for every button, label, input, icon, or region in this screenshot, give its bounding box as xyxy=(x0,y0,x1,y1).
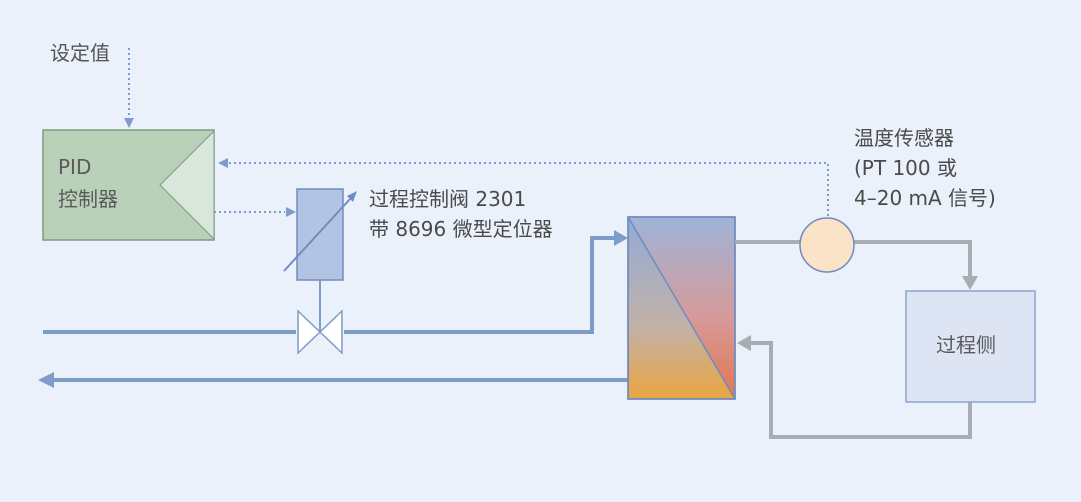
sensor-feedback-arrowhead xyxy=(218,158,228,168)
valve-label-line2: 带 8696 微型定位器 xyxy=(369,217,553,241)
pid-label-line2: 控制器 xyxy=(58,187,118,211)
valve-adjust-arrow xyxy=(283,198,351,272)
outlet-arrowhead xyxy=(38,372,54,388)
pid-output-arrowhead xyxy=(286,207,296,217)
sensor-label-line2: (PT 100 或 xyxy=(854,156,957,180)
sensor-label-line3: 4–20 mA 信号) xyxy=(854,186,996,210)
sensor-to-process-pipe xyxy=(854,240,972,278)
process-label: 过程侧 xyxy=(936,333,996,357)
process-box xyxy=(905,290,1036,403)
valve-label-line1: 过程控制阀 2301 xyxy=(369,187,527,211)
valve-to-exchanger-pipe xyxy=(344,236,618,334)
exchanger-return-arrowhead xyxy=(737,335,751,351)
setpoint-label: 设定值 xyxy=(50,41,110,65)
exchanger-inlet-arrowhead xyxy=(614,230,628,246)
valve-body xyxy=(297,309,343,355)
sensor-label-line1: 温度传感器 xyxy=(854,126,954,150)
heat-exchanger-divider xyxy=(627,216,736,400)
temperature-sensor xyxy=(799,217,855,273)
pid-label-line1: PID xyxy=(58,155,92,179)
process-inlet-arrowhead xyxy=(962,276,978,290)
valve-adjust-arrowhead xyxy=(347,191,357,202)
valve-actuator xyxy=(296,188,344,281)
pid-controller-triangle xyxy=(159,129,215,241)
setpoint-arrowhead xyxy=(124,118,134,128)
process-return-pipe xyxy=(748,341,972,439)
